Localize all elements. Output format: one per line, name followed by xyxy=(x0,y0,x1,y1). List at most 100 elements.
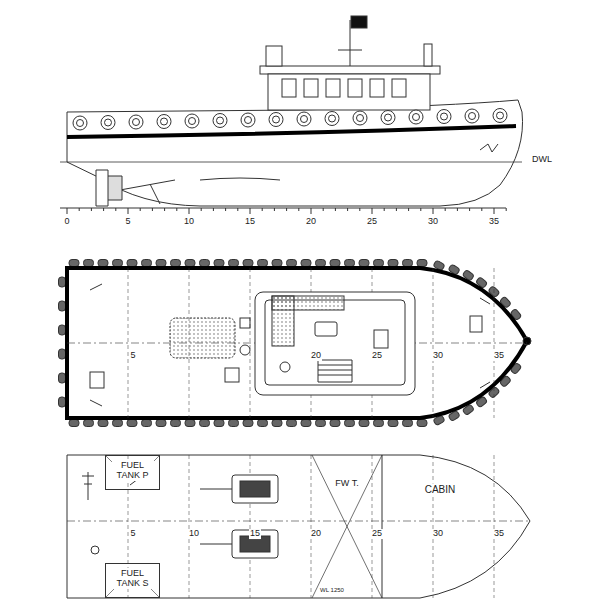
ruler-tick xyxy=(79,208,80,211)
fender xyxy=(59,373,66,383)
fender xyxy=(156,260,166,267)
window xyxy=(348,79,362,97)
fender xyxy=(73,116,87,130)
space-label: CABIN xyxy=(424,484,457,495)
fender xyxy=(409,110,423,124)
fender xyxy=(105,119,112,126)
station-line xyxy=(128,268,129,418)
stairs xyxy=(318,360,352,382)
vent xyxy=(240,318,250,328)
fender xyxy=(497,112,504,119)
ruler-tick xyxy=(445,208,446,211)
fender xyxy=(229,420,239,427)
fender xyxy=(127,420,137,427)
fender xyxy=(98,260,108,267)
fender xyxy=(403,260,413,267)
station-number: 15 xyxy=(249,529,261,539)
ruler-tick xyxy=(372,208,373,214)
fender xyxy=(113,260,123,267)
fender xyxy=(243,420,253,427)
ruler-tick xyxy=(481,208,482,211)
fender xyxy=(374,260,384,267)
fender xyxy=(213,114,227,128)
fender xyxy=(417,420,427,427)
fender xyxy=(241,113,255,127)
fender xyxy=(171,420,181,427)
fender xyxy=(357,115,364,122)
bitt xyxy=(90,284,490,406)
ruler-tick xyxy=(189,208,190,214)
tank-corner xyxy=(105,455,160,598)
fender xyxy=(101,116,115,130)
tank-label: FUEL TANK P xyxy=(112,460,154,481)
station-number: 5 xyxy=(129,529,136,539)
fender xyxy=(258,420,268,427)
fender xyxy=(385,114,392,121)
deck-outline xyxy=(67,268,527,418)
station-line xyxy=(494,268,495,418)
fender xyxy=(330,420,340,427)
station-line xyxy=(311,455,312,598)
fender xyxy=(374,420,384,427)
tank-label: FW T. xyxy=(334,478,359,488)
ruler-tick xyxy=(164,208,165,211)
fender xyxy=(345,420,355,427)
freshwater-tank: FW T. xyxy=(312,455,382,598)
fender xyxy=(59,277,66,287)
ruler-tick xyxy=(494,208,495,214)
fender xyxy=(388,420,398,427)
fender xyxy=(84,260,94,267)
fender xyxy=(359,260,369,267)
station-number: 30 xyxy=(432,351,444,361)
deckhouse xyxy=(255,292,415,395)
ruler-tick xyxy=(237,208,238,211)
window xyxy=(282,79,296,97)
fender xyxy=(287,260,297,267)
ruler-tick xyxy=(67,208,68,214)
station-number: 5 xyxy=(129,351,136,361)
ruler-tick xyxy=(469,208,470,211)
station-number: 0 xyxy=(63,217,70,227)
fender xyxy=(59,301,66,311)
spray-rail xyxy=(200,178,280,180)
fender xyxy=(316,260,326,267)
fender xyxy=(297,112,311,126)
station-number: 20 xyxy=(305,217,317,227)
fender xyxy=(345,260,355,267)
mast xyxy=(350,20,351,66)
fuel-tank: FUEL TANK S xyxy=(105,563,160,598)
ruler-tick xyxy=(420,208,421,211)
fender xyxy=(133,119,140,126)
fender xyxy=(171,260,181,267)
fender xyxy=(142,420,152,427)
fender xyxy=(69,420,79,427)
fender xyxy=(69,260,79,267)
fender xyxy=(129,115,143,129)
fender xyxy=(245,117,252,124)
station-line xyxy=(189,455,190,598)
ruler-tick xyxy=(213,208,214,211)
ruler-tick xyxy=(311,208,312,214)
fender xyxy=(381,111,395,125)
fender xyxy=(200,260,210,267)
ruler-tick xyxy=(433,208,434,214)
ruler-tick xyxy=(323,208,324,211)
fender xyxy=(157,115,171,129)
fender xyxy=(417,260,427,267)
fender xyxy=(301,420,311,427)
fender xyxy=(229,260,239,267)
hull-plan xyxy=(67,455,530,598)
fender xyxy=(388,260,398,267)
waterline-label: DWL xyxy=(531,155,553,165)
station-number: 20 xyxy=(310,351,322,361)
fender xyxy=(156,420,166,427)
fender xyxy=(493,109,507,123)
fender xyxy=(301,260,311,267)
window xyxy=(326,79,340,97)
station-line xyxy=(433,455,434,598)
fender xyxy=(243,260,253,267)
ruler-tick xyxy=(140,208,141,211)
ruler-tick xyxy=(201,208,202,211)
tank-label: FUEL TANK S xyxy=(112,568,154,589)
